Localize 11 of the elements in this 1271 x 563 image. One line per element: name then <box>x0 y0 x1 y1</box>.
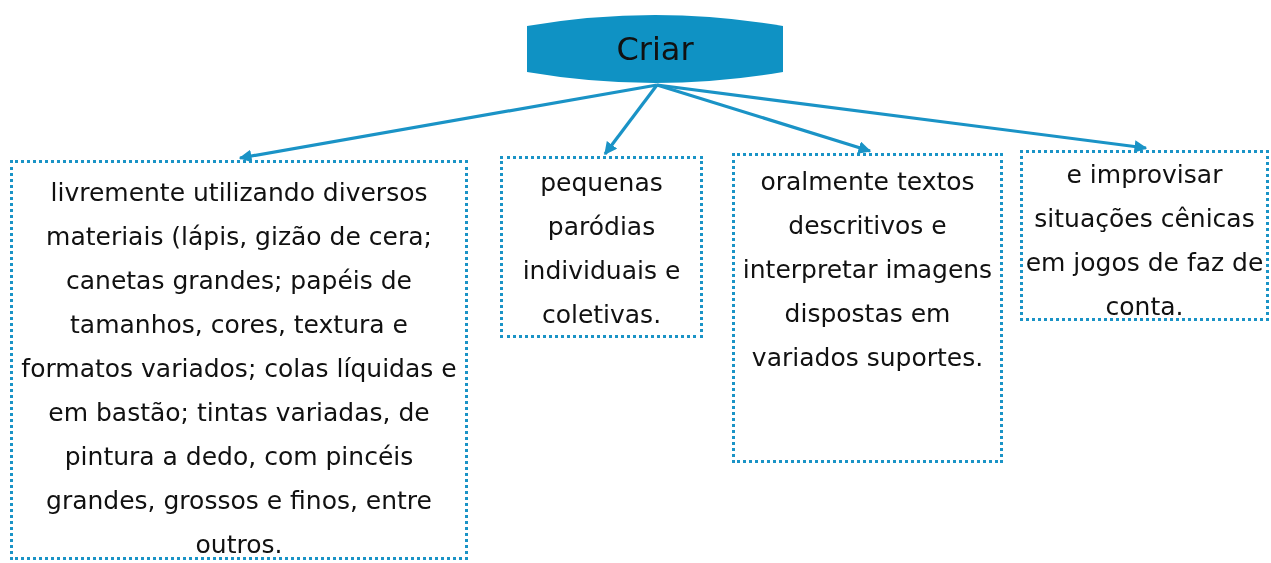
node-text: Criar <box>616 33 694 65</box>
arrow <box>603 84 659 155</box>
node-text: livremente utilizando diversos materiais (lápis, gizão de cera; canetas grandes; papéis de tamanhos, cores, textura e formatos variados; colas líquidas e em bastão; tintas variadas, de pintura a dedo, com pincéis grandes, grossos e finos, entre outros. <box>20 177 458 561</box>
text-box <box>500 156 703 338</box>
node-text: e improvisar situações cênicas em jogos de faz de conta. <box>1024 159 1265 323</box>
arrow <box>656 83 1148 153</box>
arrow <box>238 83 658 163</box>
text-box <box>732 153 1003 463</box>
node-text: oralmente textos descritivos e interpretar imagens dispostas em variados suportes. <box>741 166 994 374</box>
node-text: pequenas paródias individuais e coletivas. <box>521 167 682 331</box>
title-banner <box>527 14 783 84</box>
